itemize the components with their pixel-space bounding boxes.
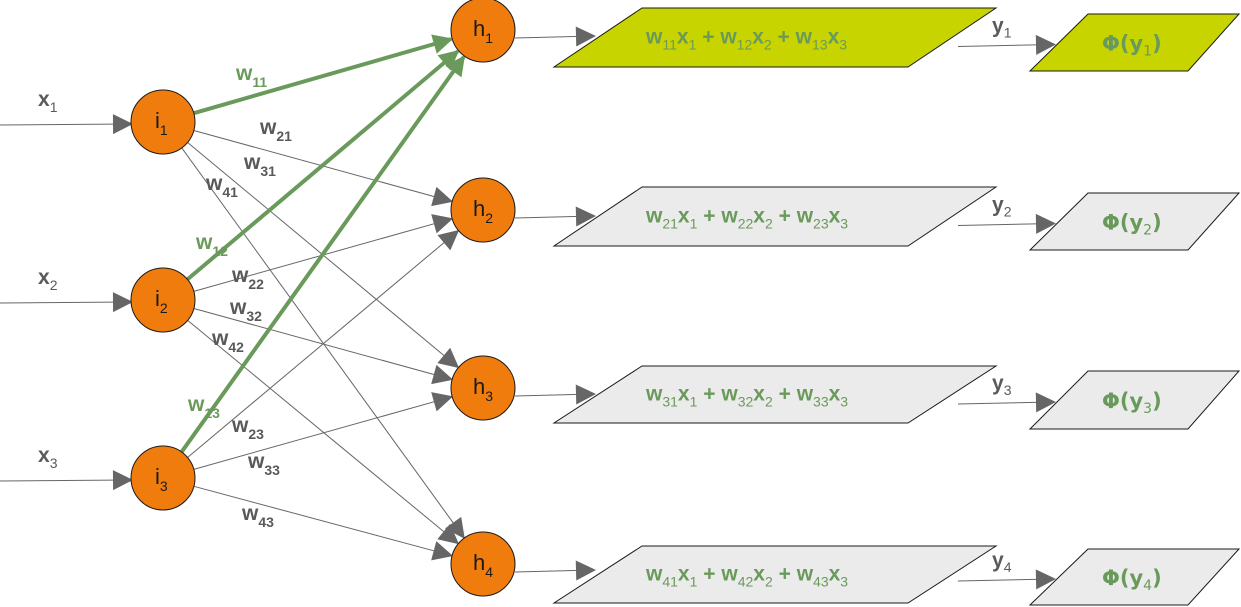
hidden-node-h4 (450, 531, 516, 597)
input-arrow-i1 (0, 114, 133, 135)
input-node-label-i3: i3 (155, 464, 168, 494)
output-label-y1: y1 (992, 15, 1012, 41)
weighted-sum-box-h1 (552, 7, 998, 68)
weight-label-w22: w22 (231, 264, 264, 292)
hidden-node-h2 (450, 177, 516, 243)
output-label-y3: y3 (992, 372, 1012, 398)
hidden-node-label-h2: h2 (473, 196, 493, 226)
hidden-to-sum-arrow-h3 (514, 384, 596, 405)
weighted-sum-formula-h1: w11x1 + w12x2 + w13x3 (645, 26, 847, 53)
weighted-sum-box-h2 (552, 186, 998, 247)
weight-label-w32: w32 (229, 296, 262, 324)
edge-i3-h2 (187, 229, 460, 458)
weight-label-w11: w11 (235, 62, 267, 90)
weight-label-w13: w13 (187, 393, 220, 421)
input-value-label-x3: x3 (38, 444, 58, 471)
activation-formula-h2: Φ(y2) (1102, 211, 1162, 239)
input-node-label-i1: i1 (155, 108, 168, 138)
weight-label-w33: w33 (247, 450, 280, 478)
edge-i3-h3 (193, 392, 454, 470)
output-arrow-h1 (957, 34, 1056, 55)
input-node-label-i2: i2 (155, 286, 168, 316)
output-arrow-h3 (957, 392, 1056, 413)
input-node-i2 (130, 267, 196, 333)
edge-i1-h1 (193, 34, 454, 116)
edge-i2-h1 (186, 49, 460, 281)
activation-formula-h4: Φ(y4) (1102, 566, 1162, 594)
hidden-node-h3 (450, 355, 516, 421)
weighted-sum-formula-h2: w21x1 + w22x2 + w23x3 (645, 205, 848, 232)
hidden-node-label-h3: h3 (473, 374, 493, 404)
input-value-label-x1: x1 (38, 88, 58, 115)
hidden-node-label-h1: h1 (473, 16, 493, 46)
activation-box-h3 (1028, 370, 1241, 430)
hidden-to-sum-arrow-h1 (514, 26, 596, 47)
weight-edges (179, 34, 466, 561)
edge-i3-h1 (179, 55, 466, 454)
activation-box-h2 (1028, 192, 1241, 251)
weighted-sum-formula-h4: w41x1 + w42x2 + w43x3 (645, 563, 848, 590)
weight-label-w21: w21 (259, 116, 292, 144)
weighted-sum-box-h3 (552, 365, 998, 424)
hidden-node-h1 (450, 0, 516, 63)
activation-box-h1 (1028, 13, 1241, 72)
hidden-to-sum-arrow-h4 (514, 560, 596, 581)
input-arrow-i2 (0, 292, 133, 313)
nodes: i1 i2 i3 h1 h2 h3 h4 (130, 0, 1241, 606)
weight-label-w42: w42 (211, 327, 244, 355)
weight-label-w12: w12 (195, 231, 228, 259)
input-arrow-i3 (0, 470, 133, 491)
weight-label-w31: w31 (243, 151, 276, 179)
edge-i1-h4 (181, 147, 465, 539)
io-arrows (0, 26, 1056, 590)
input-node-i3 (130, 445, 196, 511)
weighted-sum-formula-h3: w31x1 + w32x2 + w33x3 (645, 383, 848, 410)
hidden-to-sum-arrow-h2 (514, 206, 596, 227)
weight-label-w41: w41 (205, 172, 238, 200)
weight-label-w23: w23 (231, 414, 264, 442)
output-arrow-h4 (957, 569, 1056, 590)
input-node-i1 (130, 89, 196, 155)
activation-formula-h3: Φ(y3) (1102, 389, 1162, 417)
weighted-sum-box-h4 (552, 545, 998, 604)
activation-box-h4 (1028, 548, 1241, 606)
weight-label-w43: w43 (241, 502, 274, 530)
output-label-y2: y2 (992, 194, 1012, 220)
input-value-label-x2: x2 (38, 266, 58, 293)
edge-i3-h4 (193, 485, 454, 561)
output-label-y4: y4 (992, 549, 1012, 575)
activation-formula-h1: Φ(y1) (1102, 32, 1162, 60)
hidden-node-label-h4: h4 (473, 550, 493, 580)
output-arrow-h2 (957, 213, 1056, 234)
edge-i2-h4 (187, 319, 460, 545)
